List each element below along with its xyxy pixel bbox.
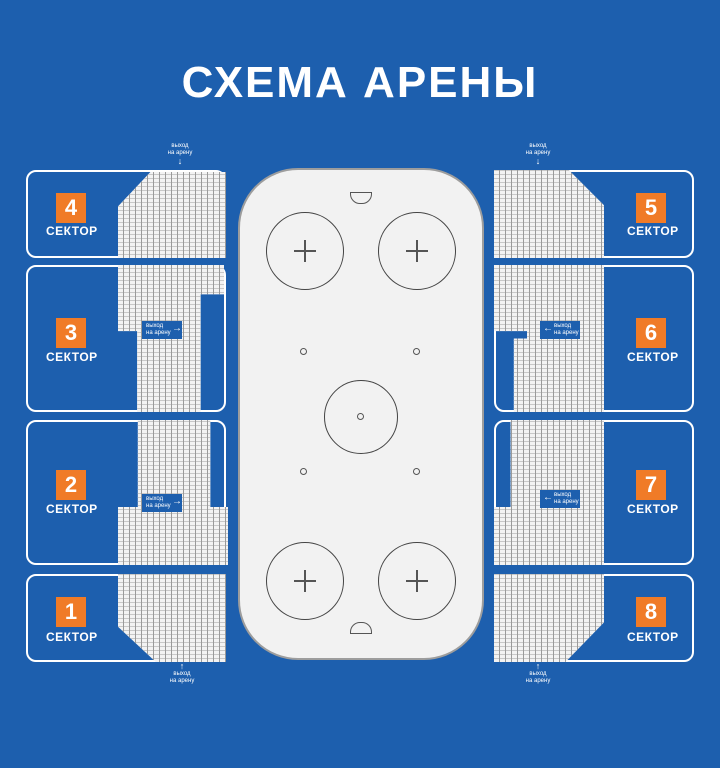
- faceoff-mark: [416, 240, 418, 262]
- arrow-up-icon: ↑: [535, 661, 541, 671]
- sector-3-label: СЕКТОР: [46, 350, 98, 364]
- sector-6-number: 6: [636, 318, 666, 348]
- sector-7-number: 7: [636, 470, 666, 500]
- sector-7-label: СЕКТОР: [627, 502, 679, 516]
- exit-label-line2: на арену: [169, 678, 195, 684]
- exit-label-bottom-right: ↑ выход на арену: [518, 662, 558, 685]
- faceoff-dot: [357, 413, 364, 420]
- arrow-down-icon: ↓: [177, 156, 183, 166]
- arrow-down-icon: ↓: [535, 156, 541, 166]
- faceoff-circle-top-left: [266, 212, 344, 290]
- sector-4-number: 4: [56, 193, 86, 223]
- exit-label-bottom-left: ↑ выход на арену: [162, 662, 202, 685]
- exit-sign-line2: на арену: [146, 503, 171, 509]
- exit-sign-sector-3: выход на арену →: [142, 321, 182, 339]
- exit-label-line1: выход: [529, 671, 547, 677]
- exit-label-line1: выход: [173, 671, 191, 677]
- faceoff-dot: [413, 348, 420, 355]
- sector-5-label: СЕКТОР: [627, 224, 679, 238]
- goal-top: [350, 192, 372, 204]
- page-title: СХЕМА АРЕНЫ: [181, 58, 539, 107]
- faceoff-mark: [304, 570, 306, 592]
- sector-8-number: 8: [636, 597, 666, 627]
- arrow-up-icon: ↑: [179, 661, 185, 671]
- exit-sign-sector-2: выход на арену →: [142, 494, 182, 512]
- faceoff-circle-bottom-left: [266, 542, 344, 620]
- exit-label-top-left: выход на арену ↓: [160, 143, 200, 166]
- exit-sign-line1: выход: [146, 323, 164, 329]
- exit-sign-line1: выход: [554, 323, 572, 329]
- faceoff-circle-top-right: [378, 212, 456, 290]
- exit-sign-line2: на арену: [554, 330, 579, 336]
- center-circle: [324, 380, 398, 454]
- exit-sign-line1: выход: [554, 492, 572, 498]
- sector-2-number: 2: [56, 470, 86, 500]
- ice-rink: [238, 168, 484, 660]
- faceoff-dot: [300, 348, 307, 355]
- sector-1-label: СЕКТОР: [46, 630, 98, 644]
- exit-sign-sector-7: ← выход на арену: [540, 490, 580, 508]
- arrow-left-icon: ←: [543, 323, 553, 334]
- sector-5-number: 5: [636, 193, 666, 223]
- sector-3-number: 3: [56, 318, 86, 348]
- exit-label-line2: на арену: [167, 150, 193, 156]
- goal-bottom: [350, 622, 372, 634]
- sector-4-label: СЕКТОР: [46, 224, 98, 238]
- faceoff-mark: [304, 240, 306, 262]
- sector-6-label: СЕКТОР: [627, 350, 679, 364]
- exit-label-top-right: выход на арену ↓: [518, 143, 558, 166]
- exit-sign-line1: выход: [146, 496, 164, 502]
- arrow-right-icon: →: [172, 496, 182, 507]
- arrow-left-icon: ←: [543, 492, 553, 503]
- exit-label-line1: выход: [529, 143, 547, 149]
- sector-1-number: 1: [56, 597, 86, 627]
- exit-label-line2: на арену: [525, 678, 551, 684]
- exit-sign-line2: на арену: [554, 499, 579, 505]
- exit-sign-sector-6: ← выход на арену: [540, 321, 580, 339]
- exit-sign-line2: на арену: [146, 330, 171, 336]
- faceoff-mark: [416, 570, 418, 592]
- faceoff-dot: [300, 468, 307, 475]
- faceoff-dot: [413, 468, 420, 475]
- faceoff-circle-bottom-right: [378, 542, 456, 620]
- exit-label-line1: выход: [171, 143, 189, 149]
- sector-5-seats: [494, 170, 604, 258]
- sector-8-label: СЕКТОР: [627, 630, 679, 644]
- sector-2-label: СЕКТОР: [46, 502, 98, 516]
- exit-label-line2: на арену: [525, 150, 551, 156]
- arrow-right-icon: →: [172, 323, 182, 334]
